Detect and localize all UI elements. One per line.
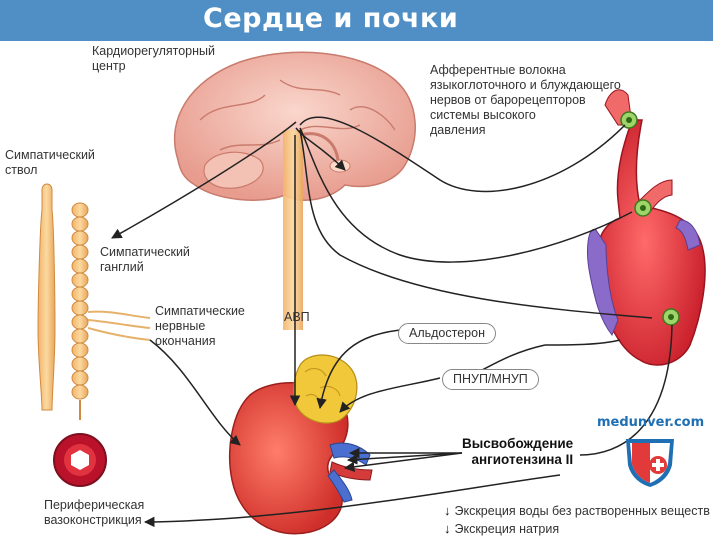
legend-text: Экскреция воды без растворенных веществ <box>454 503 710 518</box>
down-arrow-icon: ↓ <box>444 521 451 536</box>
heart-illustration <box>587 89 706 366</box>
label-angiotensin-release: Высвобождение ангиотензина II <box>462 436 574 467</box>
down-arrow-icon: ↓ <box>444 503 451 518</box>
title-bar <box>0 0 713 41</box>
label-avp: АВП <box>284 310 310 324</box>
brain-illustration <box>173 51 416 330</box>
label-afferent-fibers: Афферентные волокна языкоглоточного и бл… <box>430 63 621 137</box>
page-title: Сердце и почки <box>203 3 459 34</box>
brand-name: medunver.com <box>597 415 705 430</box>
label-sympathetic-endings: Симпатические нервные окончания <box>155 304 245 348</box>
kidney-illustration <box>229 354 373 535</box>
label-pnup-mnup: ПНУП/МНУП <box>442 369 539 390</box>
legend-item: ↓ Экскреция воды без растворенных вещест… <box>444 503 710 518</box>
label-sympathetic-trunk: Симпатический ствол <box>5 148 95 177</box>
vessel-cross-section-illustration <box>53 433 107 487</box>
label-cardio-center: Кардиорегуляторный центр <box>92 44 215 73</box>
label-sympathetic-ganglion: Симпатический ганглий <box>100 245 190 274</box>
legend-text: Экскреция натрия <box>454 521 560 536</box>
label-aldosterone: Альдостерон <box>398 323 496 344</box>
label-peripheral-vasoconstriction: Периферическая вазоконстрикция <box>44 498 145 527</box>
legend-item: ↓ Экскреция натрия <box>444 521 559 536</box>
sympathetic-trunk-illustration <box>37 183 151 420</box>
shield-logo-icon <box>626 439 674 487</box>
